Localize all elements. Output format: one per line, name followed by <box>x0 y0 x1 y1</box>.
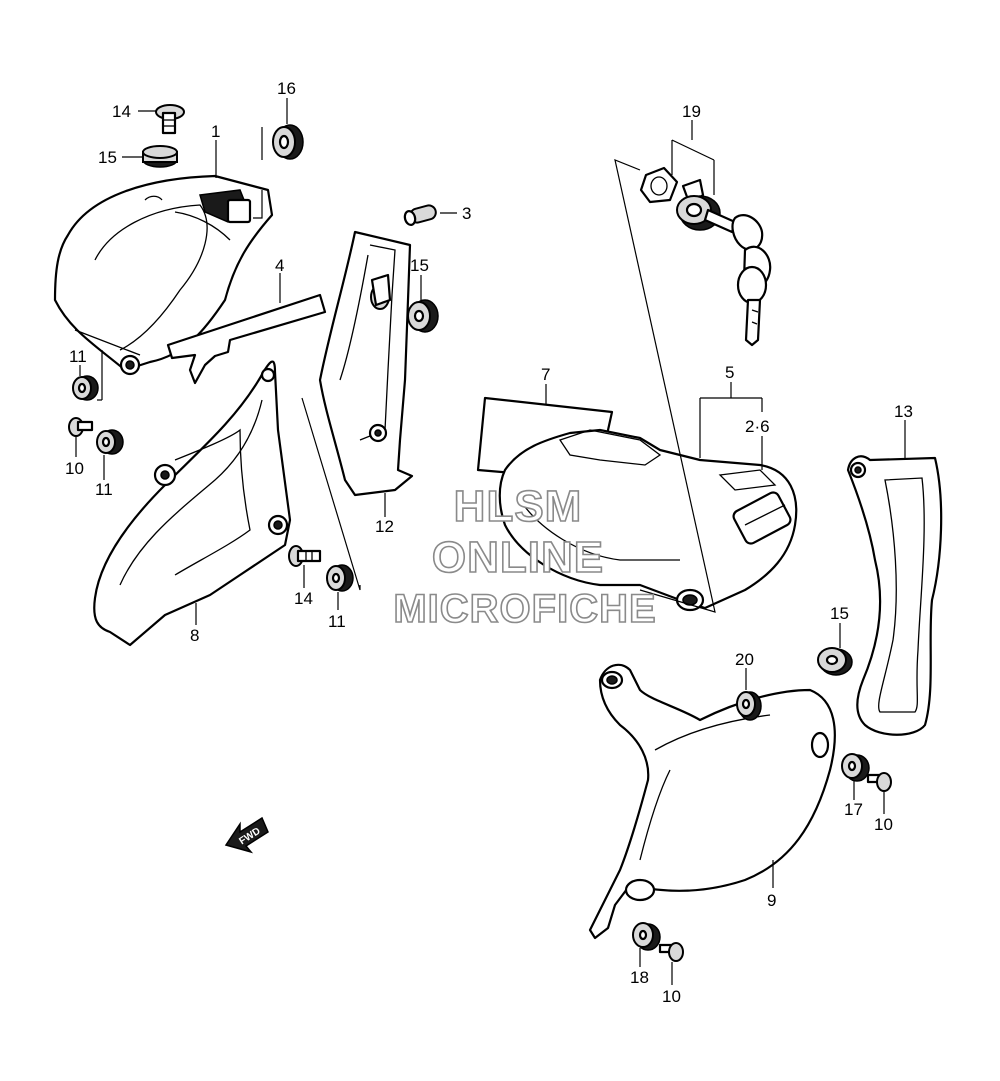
part-20-grommet <box>736 691 762 721</box>
callout-14-middle: 14 <box>294 589 313 608</box>
callout-15-center: 15 <box>410 256 429 275</box>
part-4-bracket-plate <box>166 293 327 385</box>
callout-14-top: 14 <box>112 102 131 121</box>
callout-11-b: 11 <box>95 480 113 499</box>
callout-12: 12 <box>375 517 394 536</box>
part-14-bolt-top <box>155 104 185 135</box>
part-3-collar <box>403 204 437 226</box>
part-10-bolt-right <box>866 772 892 792</box>
callout-17: 17 <box>844 800 863 819</box>
callout-18: 18 <box>630 968 649 987</box>
part-15-grommet-center <box>407 299 439 333</box>
callout-10-right: 10 <box>874 815 893 834</box>
callout-1: 1 <box>211 122 220 141</box>
part-12-frame-bracket <box>318 230 414 497</box>
part-11-grommet-a <box>72 375 99 401</box>
watermark-line-2: ONLINE <box>432 533 604 582</box>
callout-10-left: 10 <box>65 459 84 478</box>
callout-15-top: 15 <box>98 148 117 167</box>
callout-8: 8 <box>190 626 199 645</box>
callout-19: 19 <box>682 102 701 121</box>
part-5-side-cover-right <box>498 428 798 612</box>
callout-16: 16 <box>277 79 296 98</box>
part-16-grommet <box>272 124 304 160</box>
watermark-line-1: HLSM <box>454 482 583 531</box>
callout-20: 20 <box>735 650 754 669</box>
callout-13: 13 <box>894 402 913 421</box>
part-14-bolt-middle <box>288 545 322 567</box>
part-10-bolt-bottom <box>658 942 684 962</box>
callout-3: 3 <box>462 204 471 223</box>
part-18-grommet <box>632 922 661 951</box>
part-13-bracket-strip <box>846 455 943 736</box>
callout-11-c: 11 <box>328 612 346 631</box>
part-11-grommet-b <box>96 429 124 455</box>
fwd-arrow-icon: FWD <box>224 816 269 854</box>
part-8-side-cover-left <box>93 360 292 647</box>
callout-2-6: 2·6 <box>745 417 770 436</box>
part-15-grommet-right <box>817 647 853 676</box>
callout-4: 4 <box>275 256 284 275</box>
part-15-grommet-top <box>142 145 178 168</box>
callout-5: 5 <box>725 363 734 382</box>
part-1-front-cowl <box>53 174 274 376</box>
part-19-lock-set <box>639 166 772 347</box>
part-10-bolt-left <box>68 417 94 437</box>
watermark: HLSM ONLINE MICROFICHE <box>393 481 657 632</box>
callout-labels: 14 15 1 16 3 4 15 11 10 11 12 14 11 8 7 … <box>65 79 913 1006</box>
callout-11-a: 11 <box>69 347 87 366</box>
watermark-line-3: MICROFICHE <box>393 587 656 631</box>
part-11-grommet-c <box>326 564 354 592</box>
part-9-lower-cover <box>588 663 836 940</box>
callout-10-bottom: 10 <box>662 987 681 1006</box>
callout-15-right: 15 <box>830 604 849 623</box>
callout-7: 7 <box>541 365 550 384</box>
leader-lines <box>75 98 906 985</box>
part-17-grommet <box>841 753 870 782</box>
callout-9: 9 <box>767 891 776 910</box>
